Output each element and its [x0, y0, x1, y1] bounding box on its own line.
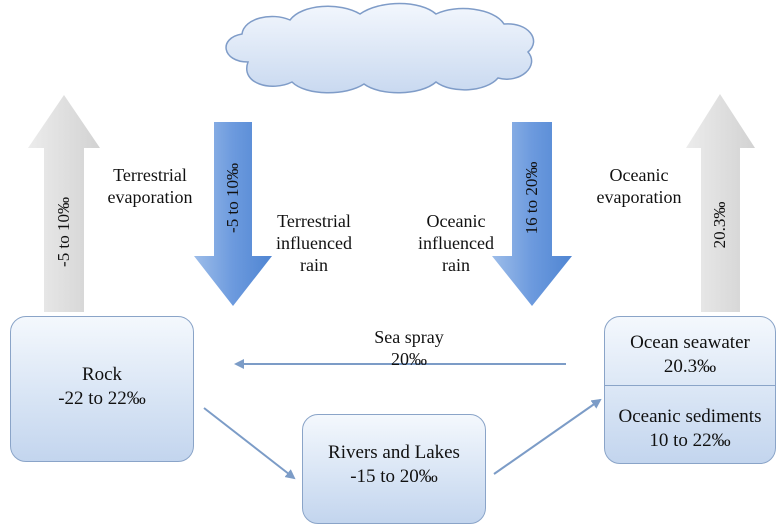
rock-to-rivers-arrow: [203, 407, 296, 480]
oceanic-rain-arrow: [492, 122, 572, 306]
terrestrial-evaporation-label: Terrestrial evaporation: [107, 165, 193, 207]
oceanic-evaporation-label: Oceanic evaporation: [596, 165, 682, 207]
rivers-to-ocean-arrow: [493, 398, 602, 475]
oceanic-evaporation-arrow: [686, 94, 755, 312]
terrestrial-evaporation-value: -5 to 10‰: [54, 197, 73, 267]
ocean-seawater-text: Ocean seawater 20.3‰: [630, 332, 750, 377]
oceanic-rain-label: Oceanic influenced rain: [418, 211, 494, 275]
sea-spray-label: Sea spray 20‰: [374, 327, 444, 369]
terrestrial-rain-arrow: [194, 122, 272, 306]
rivers-lakes-box: Rivers and Lakes -15 to 20‰: [302, 414, 486, 524]
ocean-box-divider: [605, 385, 775, 386]
oceanic-rain-value: 16 to 20‰: [522, 161, 541, 235]
terrestrial-evaporation-arrow: [28, 95, 100, 312]
ocean-box: Ocean seawater 20.3‰ Oceanic sediments 1…: [604, 316, 776, 464]
terrestrial-rain-label: Terrestrial influenced rain: [276, 211, 352, 275]
rivers-lakes-box-text: Rivers and Lakes -15 to 20‰: [328, 442, 460, 487]
terrestrial-rain-value: -5 to 10‰: [223, 163, 242, 233]
oceanic-evaporation-value: 20.3‰: [710, 201, 729, 249]
oceanic-sediments-text: Oceanic sediments 10 to 22‰: [618, 406, 762, 451]
rock-box: Rock -22 to 22‰: [10, 316, 194, 462]
rock-box-text: Rock -22 to 22‰: [58, 364, 146, 409]
cloud-icon: [225, 2, 535, 94]
